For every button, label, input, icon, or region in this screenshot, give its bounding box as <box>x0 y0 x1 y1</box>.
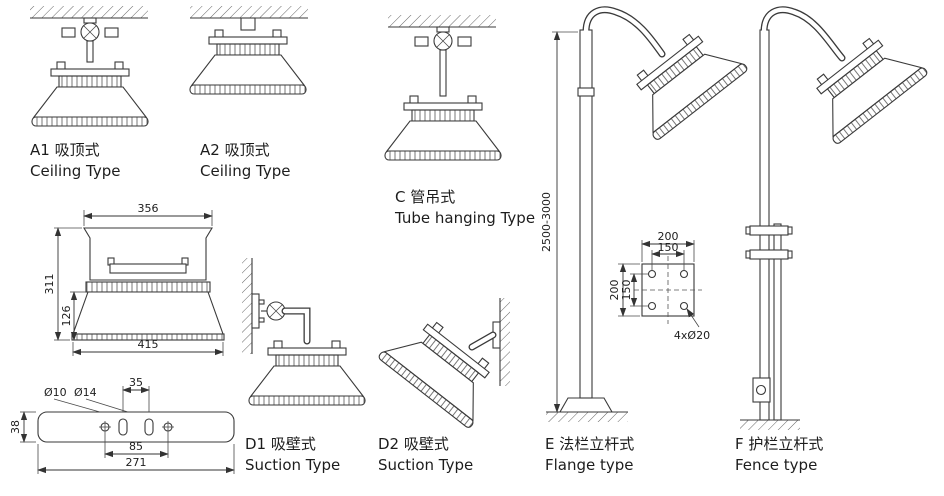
dim-front-bottom-width: 415 <box>138 338 159 351</box>
dim-flange-pitch-top: 150 <box>658 241 679 254</box>
dim-bracket-length: 271 <box>126 456 147 469</box>
label-a1-en: Ceiling Type <box>30 162 120 180</box>
dim-flange-plate-side: 200 <box>608 280 621 301</box>
label-d2-en: Suction Type <box>378 456 473 474</box>
dim-bracket-hole-spacing: 85 <box>129 440 143 453</box>
label-c-cn: C 管吊式 <box>395 188 455 206</box>
dim-flange-plate-top: 200 <box>658 230 679 243</box>
flange-detail: 200 150 200 150 4xØ20 <box>608 230 710 342</box>
dim-front-top-width: 356 <box>138 202 159 215</box>
drawing-mounting-bracket: Ø10 Ø14 35 85 271 38 <box>9 376 235 474</box>
dim-front-total-height: 311 <box>43 274 56 295</box>
label-d2-cn: D2 吸壁式 <box>378 435 449 453</box>
drawing-a1-ceiling: A1 吸顶式 Ceiling Type <box>30 6 149 180</box>
drawing-c-tube-hanging: C 管吊式 Tube hanging Type <box>384 15 535 227</box>
dim-bracket-slot-spacing: 35 <box>129 376 143 389</box>
label-d1-en: Suction Type <box>245 456 340 474</box>
dim-bracket-height: 38 <box>9 420 22 434</box>
drawing-f-fence-pole: F 护栏立杆式 Fence type <box>735 6 929 474</box>
label-f-en: Fence type <box>735 456 817 474</box>
label-d1-cn: D1 吸壁式 <box>245 435 316 453</box>
label-a1-cn: A1 吸顶式 <box>30 141 100 159</box>
dim-flange-pitch-side: 150 <box>620 280 633 301</box>
label-e-en: Flange type <box>545 456 634 474</box>
label-f-cn: F 护栏立杆式 <box>735 435 823 453</box>
drawing-a2-ceiling: A2 吸顶式 Ceiling Type <box>189 6 308 180</box>
dim-bracket-hole-small: Ø10 <box>44 386 67 399</box>
label-c-en: Tube hanging Type <box>394 209 535 227</box>
drawing-front-dimensions: 356 311 126 415 <box>43 202 225 356</box>
label-a2-en: Ceiling Type <box>200 162 290 180</box>
label-a2-cn: A2 吸顶式 <box>200 141 270 159</box>
label-e-cn: E 法栏立杆式 <box>545 435 634 453</box>
dim-bracket-hole-large: Ø14 <box>74 386 97 399</box>
drawing-d2-wall: D2 吸壁式 Suction Type <box>377 298 510 474</box>
dim-pole-height: 2500-3000 <box>540 192 553 252</box>
dim-front-bell-height: 126 <box>60 306 73 327</box>
drawing-e-flange-pole: 2500-3000 200 150 200 150 <box>540 6 749 474</box>
drawing-d1-wall: D1 吸壁式 Suction Type <box>242 258 366 474</box>
dim-flange-bolt-holes: 4xØ20 <box>674 329 710 342</box>
